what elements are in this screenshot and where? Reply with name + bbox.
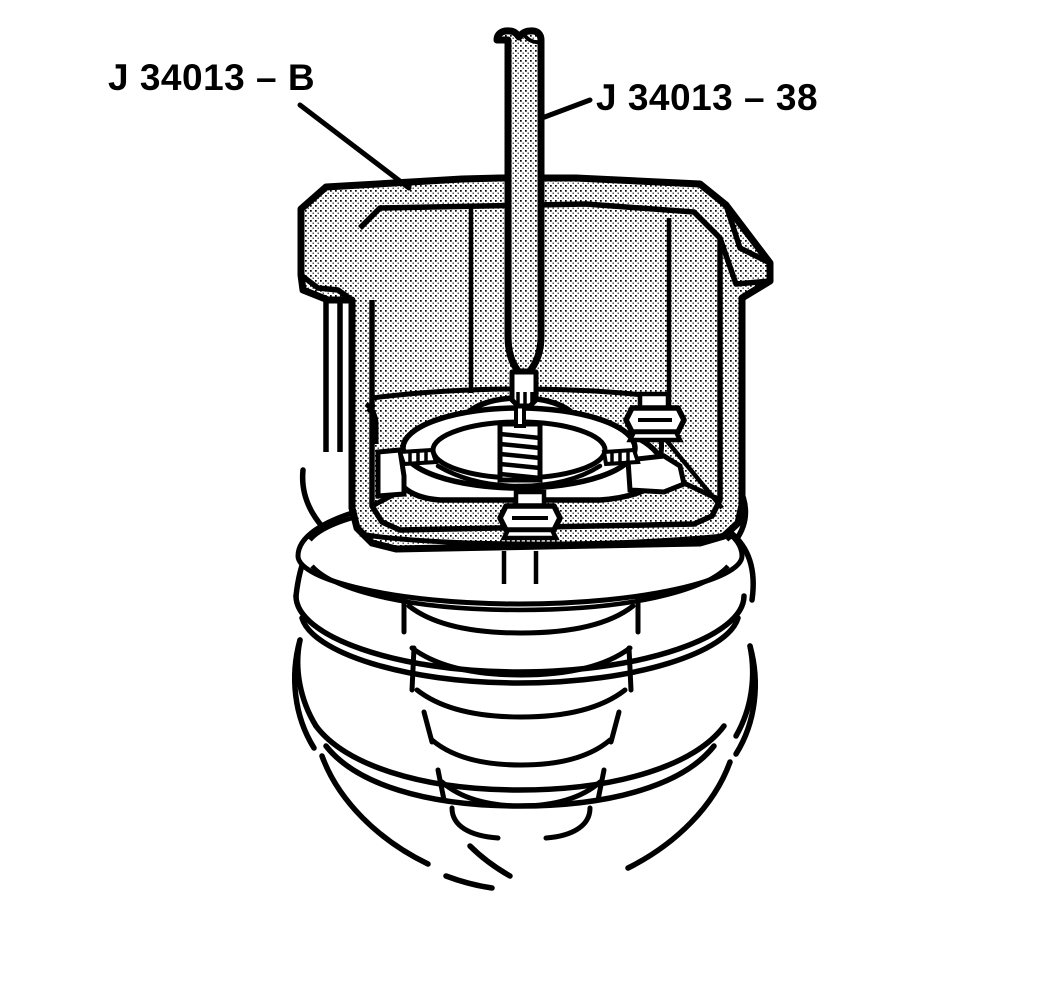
adapter-rod bbox=[493, 27, 545, 409]
leader-line-left bbox=[297, 102, 412, 191]
callout-leaders bbox=[297, 97, 593, 191]
leader-line-right bbox=[539, 97, 593, 121]
right-hex-nut bbox=[623, 391, 687, 443]
right-mount-arm bbox=[601, 418, 687, 495]
callout-label-left: J 34013 – B bbox=[108, 57, 315, 98]
front-hex-nut bbox=[497, 489, 563, 541]
dust-boot-bellows bbox=[401, 570, 641, 850]
callout-label-right: J 34013 – 38 bbox=[596, 77, 818, 118]
left-bracket-stud bbox=[364, 401, 439, 499]
